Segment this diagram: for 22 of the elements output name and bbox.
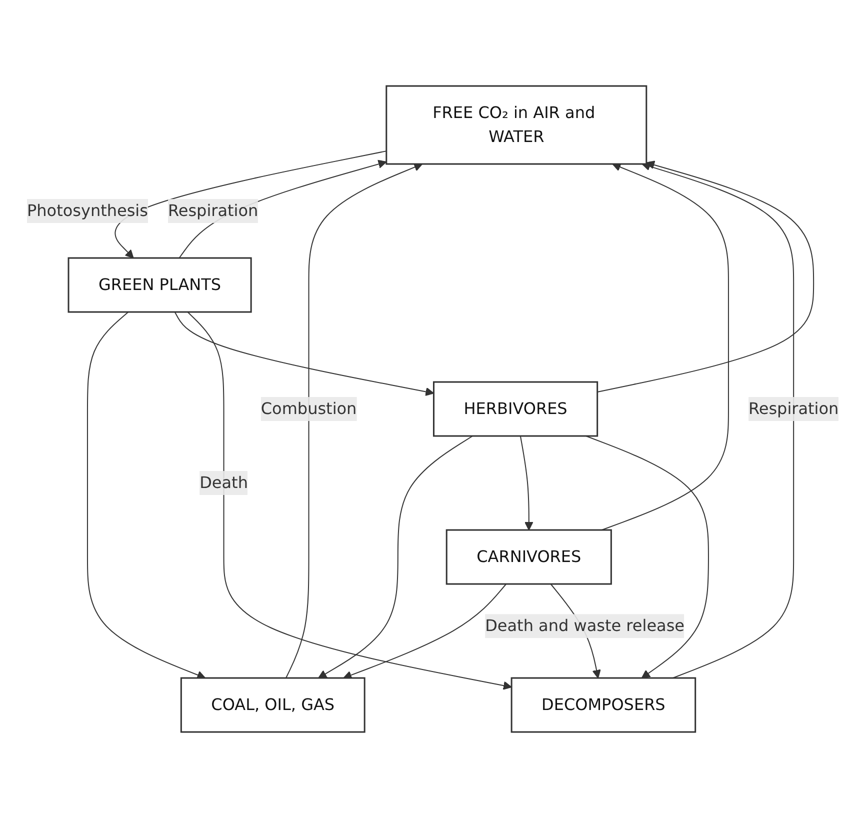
arrow (641, 162, 794, 678)
arrow (596, 160, 814, 392)
node-box: CARNIVORES (446, 529, 612, 585)
node-box: FREE CO₂ in AIR and WATER (385, 85, 647, 165)
arrow (318, 436, 473, 678)
arrow (186, 312, 512, 690)
edge-label: Death (199, 473, 248, 492)
arrow (86, 312, 206, 680)
arrow (342, 584, 506, 680)
edge-label: Respiration (168, 201, 258, 220)
arrow (285, 162, 422, 678)
edge-label: Respiration (748, 399, 838, 418)
node-box: COAL, OIL, GAS (180, 677, 365, 733)
arrow (520, 436, 533, 530)
node-box: DECOMPOSERS (510, 677, 696, 733)
arrow (600, 162, 729, 530)
node-box: HERBIVORES (432, 381, 598, 437)
node-box: GREEN PLANTS (67, 257, 252, 313)
arrow (174, 312, 434, 396)
edge-label: Death and waste release (484, 616, 684, 636)
edge-label: Combustion (260, 399, 356, 418)
edge-label: Photosynthesis (26, 201, 148, 220)
